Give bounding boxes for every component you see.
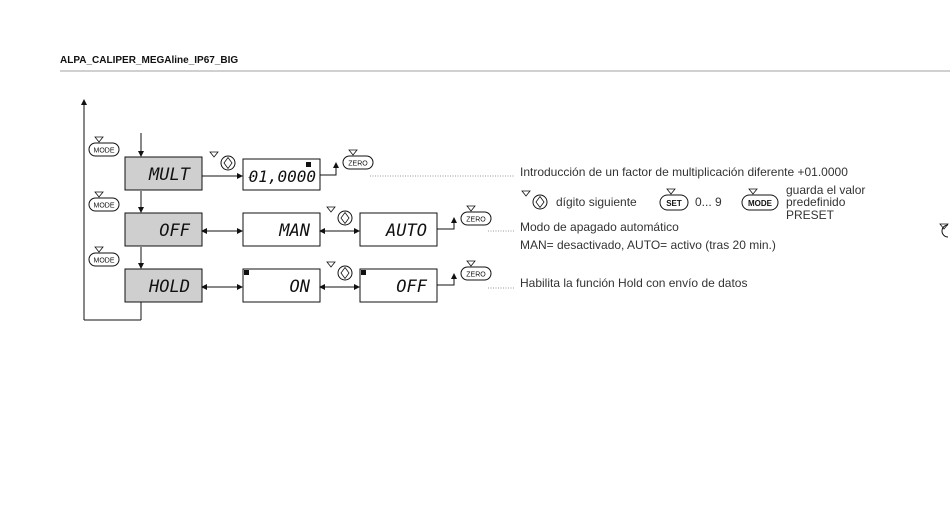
legend-set: SET 0... 9: [659, 188, 722, 211]
legend-save-line3: PRESET: [786, 208, 835, 222]
diamond-arrow-icon: [340, 266, 350, 280]
mode-button-2[interactable]: MODE: [88, 191, 120, 212]
mode-label: MODE: [94, 203, 115, 210]
display-text-man: MAN: [278, 221, 310, 241]
display-text-on: ON: [290, 277, 311, 297]
display-mult-value: + 01,0000: [242, 158, 321, 191]
diamond-arrow-icon: [223, 156, 233, 170]
document-title: ALPA_CALIPER_MEGAline_IP67_BIG: [60, 55, 239, 66]
press-indicator-icon: [348, 149, 358, 156]
partial-button-edge: [941, 224, 949, 238]
zero-button-3[interactable]: ZERO: [460, 260, 492, 281]
zero-label: ZERO: [466, 272, 486, 279]
legend-mode-save: MODE guarda el valor predefinido PRESET: [741, 183, 865, 222]
sign-indicator: +: [248, 175, 252, 182]
press-indicator-icon: [94, 136, 104, 143]
press-indicator-icon: [209, 151, 219, 158]
indicator-marker: [361, 270, 366, 275]
display-hold: HOLD: [124, 268, 203, 303]
zero-label: ZERO: [348, 161, 368, 168]
indicator-marker: [244, 270, 249, 275]
legend-digits-range: 0... 9: [695, 195, 722, 209]
zero-button-2[interactable]: ZERO: [460, 205, 492, 226]
loop-connector: [81, 99, 142, 321]
description-mult: Introducción de un factor de multiplicac…: [520, 165, 848, 179]
display-text-auto: AUTO: [385, 221, 427, 241]
mode-label: MODE: [94, 258, 115, 265]
description-off-line1: Modo de apagado automático: [520, 220, 679, 234]
mode-label: MODE: [94, 148, 115, 155]
set-label: SET: [666, 199, 682, 208]
description-hold: Habilita la función Hold con envío de da…: [520, 276, 747, 290]
mode-button-1[interactable]: MODE: [88, 136, 120, 157]
next-digit-button-1[interactable]: [209, 151, 236, 171]
display-mult: MULT: [124, 156, 203, 191]
legend-next-digit-text: dígito siguiente: [556, 195, 637, 209]
display-text-off: OFF: [159, 221, 190, 241]
display-off: OFF: [124, 212, 203, 247]
press-indicator-icon: [466, 260, 476, 267]
press-indicator-icon: [94, 191, 104, 198]
diamond-arrow-icon: [340, 211, 350, 225]
zero-button-1[interactable]: ZERO: [342, 149, 374, 170]
arrow-to-zero-3: [437, 273, 457, 286]
display-text-hold: HOLD: [148, 277, 190, 297]
zero-label: ZERO: [466, 217, 486, 224]
next-digit-button-3[interactable]: [326, 261, 353, 281]
diamond-arrow-icon: [535, 195, 545, 209]
display-text-mult: MULT: [148, 165, 192, 185]
display-auto: AUTO: [359, 212, 438, 247]
description-off-line2: MAN= desactivado, AUTO= activo (tras 20 …: [520, 238, 776, 252]
mode-save-label: MODE: [748, 199, 773, 208]
display-hold-off: OFF: [359, 268, 438, 303]
arrow-to-zero-2: [437, 217, 457, 230]
press-indicator-icon: [521, 190, 531, 197]
display-text-hold-off: OFF: [396, 277, 427, 297]
arrow-to-zero-1: [320, 162, 339, 176]
press-indicator-icon: [326, 261, 336, 268]
press-indicator-icon: [466, 205, 476, 212]
header-divider: [60, 70, 950, 72]
display-on: ON: [242, 268, 321, 303]
press-indicator-icon: [666, 188, 676, 195]
legend-save-line2: predefinido: [786, 195, 846, 209]
display-man: MAN: [242, 212, 321, 247]
next-digit-button-2[interactable]: [326, 206, 353, 226]
press-indicator-icon: [748, 188, 758, 195]
mode-button-3[interactable]: MODE: [88, 246, 120, 267]
legend-next-digit: dígito siguiente: [521, 190, 637, 210]
display-text-mult-value: 01,0000: [249, 167, 316, 186]
cursor-marker: [306, 162, 311, 167]
press-indicator-icon: [326, 206, 336, 213]
legend-save-line1: guarda el valor: [786, 183, 865, 197]
press-indicator-icon: [94, 246, 104, 253]
